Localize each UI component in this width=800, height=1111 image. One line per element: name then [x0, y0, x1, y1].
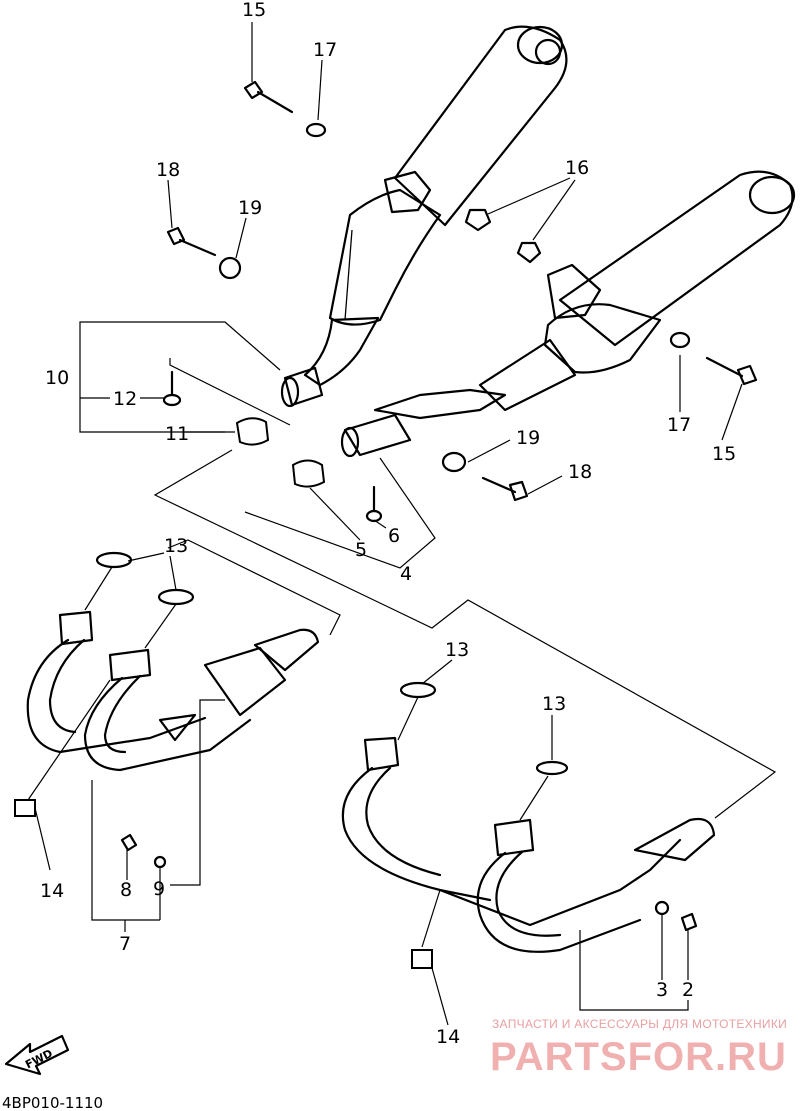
label-10: 10: [45, 367, 69, 389]
label-5: 5: [355, 539, 367, 561]
muffler-left: [280, 25, 568, 408]
muffler-right: [340, 170, 796, 458]
label-19-right: 19: [516, 427, 540, 449]
label-13-right-b: 13: [542, 693, 566, 715]
label-3: 3: [656, 979, 668, 1001]
label-13-right-a: 13: [445, 639, 469, 661]
label-16: 16: [565, 157, 589, 179]
label-13-left: 13: [164, 535, 188, 557]
label-11: 11: [165, 423, 189, 445]
label-15-top: 15: [242, 0, 266, 21]
label-17-top: 17: [313, 39, 337, 61]
label-2: 2: [682, 979, 694, 1001]
diagram-code: 4BP010-1110: [2, 1094, 103, 1111]
watermark-logo: ЗАПЧАСТИ И АКСЕССУАРЫ ДЛЯ МОТОТЕХНИКИ PA…: [490, 1017, 787, 1079]
watermark-tagline: ЗАПЧАСТИ И АКСЕССУАРЫ ДЛЯ МОТОТЕХНИКИ: [492, 1017, 787, 1031]
label-18-right: 18: [568, 461, 592, 483]
leader-lines: [27, 22, 777, 1026]
fasteners: [162, 80, 758, 523]
part-number-labels: 15 17 18 19 16 10 12 11 17 15 19 18 5 6 …: [40, 0, 736, 1048]
label-17-right: 17: [667, 414, 691, 436]
watermark-brand: PARTSFOR.RU: [490, 1035, 787, 1079]
label-8: 8: [120, 879, 132, 901]
label-14-right: 14: [436, 1026, 460, 1048]
label-6: 6: [388, 525, 400, 547]
label-14-left: 14: [40, 880, 64, 902]
label-19-top: 19: [238, 197, 262, 219]
label-7: 7: [119, 933, 131, 955]
label-9: 9: [153, 878, 165, 900]
exhaust-pipe-left: [14, 551, 320, 869]
label-15-right: 15: [712, 443, 736, 465]
fwd-arrow-icon: FWD: [4, 1034, 70, 1076]
exhaust-pipe-right: [341, 681, 716, 969]
label-12: 12: [113, 388, 137, 410]
label-18-top: 18: [156, 159, 180, 181]
label-4: 4: [400, 563, 412, 585]
